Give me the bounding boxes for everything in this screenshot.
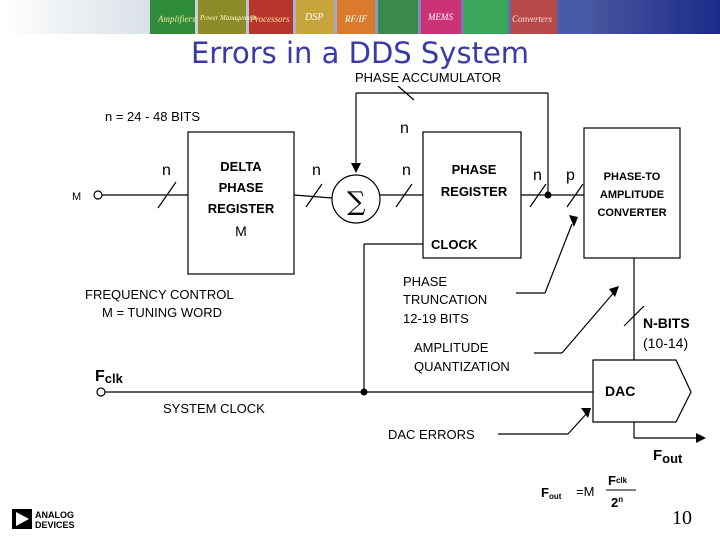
phase-reg-label-1: PHASE bbox=[452, 162, 497, 177]
formula-denominator: 2n bbox=[611, 495, 623, 510]
truncation-label-3: 12-19 BITS bbox=[403, 311, 469, 326]
sigma-symbol: ∑ bbox=[347, 187, 366, 217]
banner-word-6: MEMS bbox=[427, 12, 453, 22]
header-banner: Amplifiers Power Management Processors D… bbox=[0, 0, 720, 34]
banner-word-1: Amplifiers bbox=[157, 14, 196, 24]
n-label-phase-out: n bbox=[533, 167, 542, 184]
n-label-input: n bbox=[162, 162, 171, 179]
banner-word-3: Processors bbox=[249, 14, 290, 24]
banner-word-5: RF/IF bbox=[344, 14, 367, 24]
phase-reg-label-2: REGISTER bbox=[441, 184, 508, 199]
delta-label-1: DELTA bbox=[220, 159, 262, 174]
tuning-word-label: M = TUNING WORD bbox=[102, 305, 222, 320]
freq-control-label: FREQUENCY CONTROL bbox=[85, 287, 234, 302]
n-label-summer-in: n bbox=[312, 162, 321, 179]
logo-line-1: ANALOG bbox=[35, 510, 74, 520]
banner-word-2: Power Management bbox=[199, 14, 258, 22]
pta-label-1: PHASE-TO bbox=[604, 171, 661, 183]
m-input-terminal bbox=[93, 190, 103, 200]
fclk-input-terminal bbox=[96, 387, 106, 397]
dac-label: DAC bbox=[605, 383, 635, 399]
phase-to-amplitude-box bbox=[583, 127, 681, 259]
delta-label-3: REGISTER bbox=[208, 201, 275, 216]
phase-accumulator-label: PHASE ACCUMULATOR bbox=[355, 70, 501, 85]
pta-label-2: AMPLITUDE bbox=[600, 189, 664, 201]
delta-label-2: PHASE bbox=[219, 180, 264, 195]
arrow-fout bbox=[696, 433, 706, 443]
arrow-dac-errors bbox=[581, 408, 591, 418]
formula-numerator: Fclk bbox=[608, 473, 628, 488]
fout-label: Fout bbox=[653, 447, 683, 466]
page-number: 10 bbox=[672, 507, 692, 529]
nbits-label-1: N-BITS bbox=[643, 315, 690, 331]
p-label: p bbox=[566, 167, 575, 184]
analog-devices-logo: ANALOG DEVICES bbox=[12, 509, 75, 530]
arrow-into-summer bbox=[351, 163, 361, 173]
delta-phase-register-box bbox=[187, 131, 295, 275]
banner-word-7: Converters bbox=[512, 14, 552, 24]
banner-word-4: DSP bbox=[304, 12, 323, 23]
output-frequency-formula: Fout =M Fclk 2n bbox=[541, 473, 636, 510]
quantization-label-2: QUANTIZATION bbox=[414, 359, 510, 374]
slide-title: Errors in a DDS System bbox=[190, 36, 530, 70]
clock-label: CLOCK bbox=[431, 237, 478, 252]
truncation-label-2: TRUNCATION bbox=[403, 292, 487, 307]
arrow-quantization bbox=[609, 286, 619, 297]
system-clock-label: SYSTEM CLOCK bbox=[163, 401, 265, 416]
arrow-truncation bbox=[569, 215, 578, 227]
bits-range-label: n = 24 - 48 BITS bbox=[105, 109, 200, 124]
n-label-feedback: n bbox=[400, 120, 409, 137]
phase-register-box bbox=[422, 131, 522, 259]
fclk-label: Fclk bbox=[95, 368, 124, 386]
dac-errors-label: DAC ERRORS bbox=[388, 427, 475, 442]
dac-box bbox=[592, 359, 692, 423]
feedback-junction-dot bbox=[544, 191, 552, 199]
formula-lhs: Fout bbox=[541, 485, 562, 501]
formula-eq: =M bbox=[576, 484, 594, 499]
delta-label-4: M bbox=[235, 223, 247, 239]
quantization-label-1: AMPLITUDE bbox=[414, 340, 489, 355]
m-input-label: M bbox=[72, 191, 81, 203]
pta-label-3: CONVERTER bbox=[597, 207, 666, 219]
n-label-summer-out: n bbox=[402, 162, 411, 179]
clock-junction-dot bbox=[360, 388, 368, 396]
nbits-label-2: (10-14) bbox=[643, 335, 688, 351]
truncation-label-1: PHASE bbox=[403, 274, 447, 289]
logo-line-2: DEVICES bbox=[35, 520, 75, 530]
summer-circle bbox=[331, 174, 381, 224]
